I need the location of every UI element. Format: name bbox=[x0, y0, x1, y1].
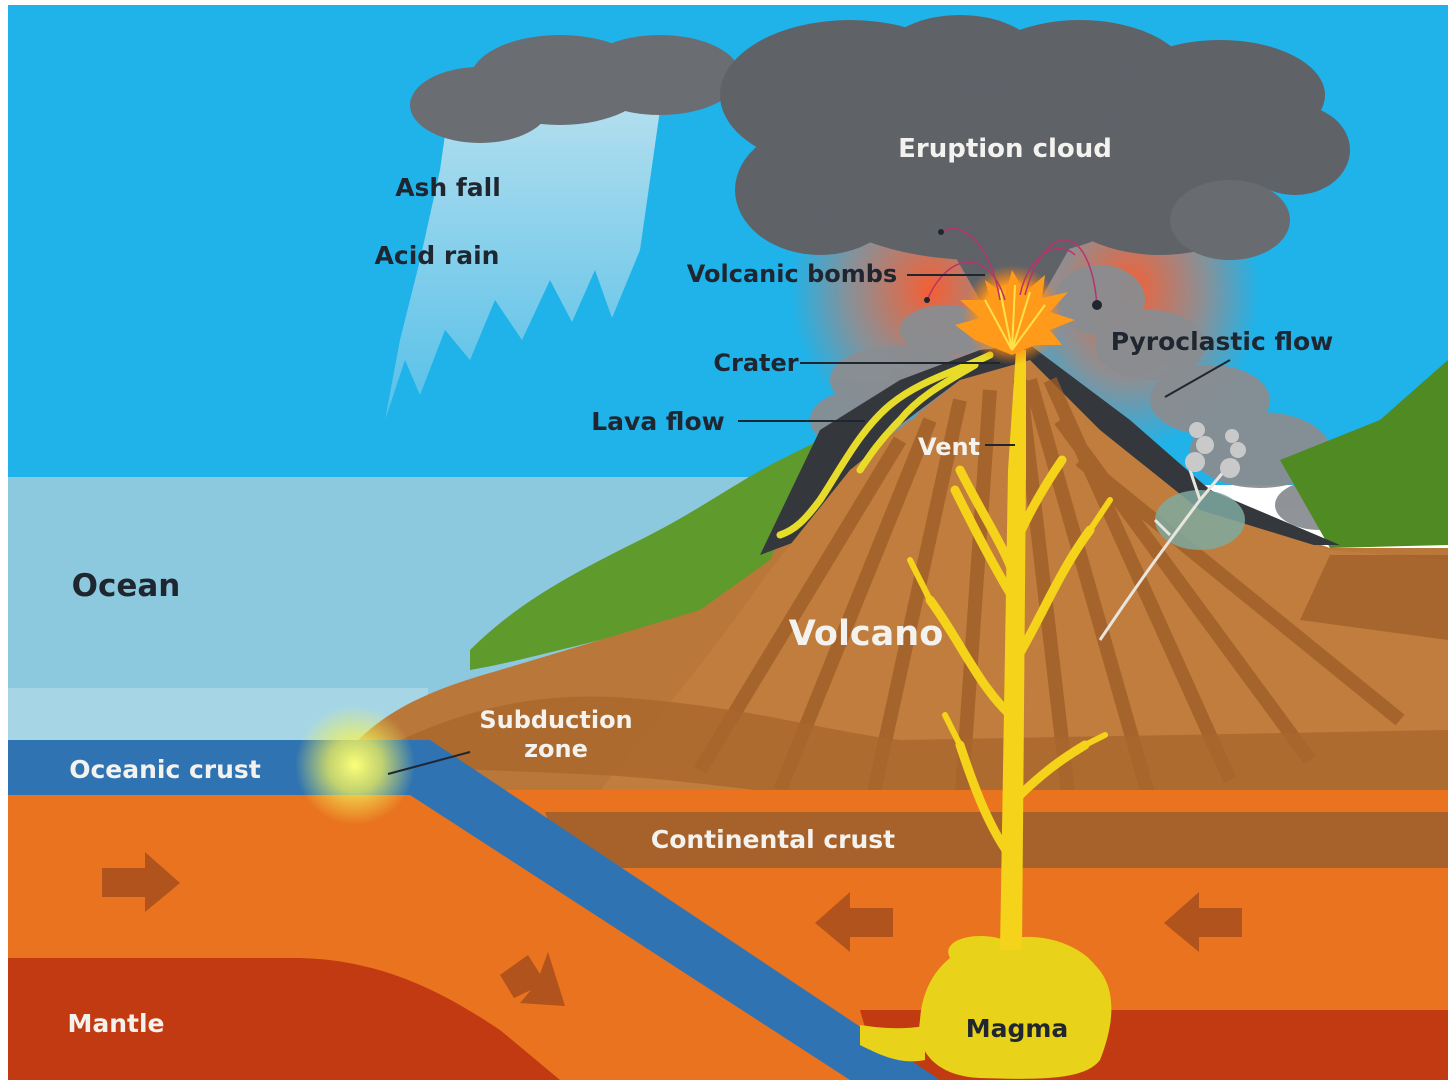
label-ash-fall: Ash fall bbox=[395, 173, 501, 202]
eruption-burst bbox=[955, 270, 1075, 355]
dikes bbox=[925, 455, 1095, 865]
magma-pool bbox=[860, 1025, 925, 1062]
label-oceanic-crust: Oceanic crust bbox=[69, 755, 261, 784]
arrow-right-icon bbox=[102, 852, 180, 912]
label-volcanic-bombs: Volcanic bombs bbox=[687, 260, 897, 288]
label-lava-flow: Lava flow bbox=[591, 407, 724, 436]
lava-flow bbox=[776, 351, 994, 539]
label-continental-crust: Continental crust bbox=[651, 825, 895, 854]
lower-strata bbox=[380, 696, 1448, 800]
bomb-trajectories bbox=[927, 227, 1098, 306]
eruption-rays bbox=[984, 284, 1046, 351]
mantle-deep-left bbox=[8, 958, 560, 1080]
dike-branches bbox=[907, 497, 1113, 748]
label-subduction-zone-2: zone bbox=[524, 735, 588, 763]
arrow-down-right-icon bbox=[500, 952, 565, 1006]
label-volcano: Volcano bbox=[789, 614, 944, 654]
label-magma: Magma bbox=[966, 1014, 1069, 1043]
label-subduction-zone-1: Subduction bbox=[479, 706, 632, 734]
oceanic-crust bbox=[8, 740, 940, 1080]
label-eruption-cloud: Eruption cloud bbox=[898, 134, 1112, 164]
label-mantle: Mantle bbox=[67, 1009, 164, 1038]
label-pyroclastic-flow: Pyroclastic flow bbox=[1111, 327, 1334, 356]
left-vegetation bbox=[470, 440, 820, 670]
arrow-left-icon bbox=[815, 892, 893, 952]
eruption-cloud bbox=[410, 15, 1350, 300]
leader-lines bbox=[387, 274, 1231, 775]
pyroclastic-ash bbox=[1055, 265, 1365, 530]
volcanic-bombs bbox=[924, 229, 1102, 310]
label-acid-rain: Acid rain bbox=[375, 241, 500, 270]
fumarole-steam bbox=[1185, 422, 1246, 478]
fumarole-dikes bbox=[1098, 469, 1227, 641]
arrow-left-icon bbox=[1164, 892, 1242, 952]
subduction-glow bbox=[295, 705, 415, 825]
label-crater: Crater bbox=[713, 349, 798, 377]
fumarole-patch bbox=[1155, 490, 1245, 550]
mantle-arrows bbox=[102, 852, 1242, 1006]
magma-chamber bbox=[919, 936, 1112, 1079]
label-ocean: Ocean bbox=[72, 568, 181, 604]
label-vent: Vent bbox=[918, 433, 980, 461]
right-strata bbox=[1300, 555, 1448, 640]
right-hill bbox=[1280, 360, 1448, 548]
ash-fall-streaks bbox=[385, 100, 660, 420]
